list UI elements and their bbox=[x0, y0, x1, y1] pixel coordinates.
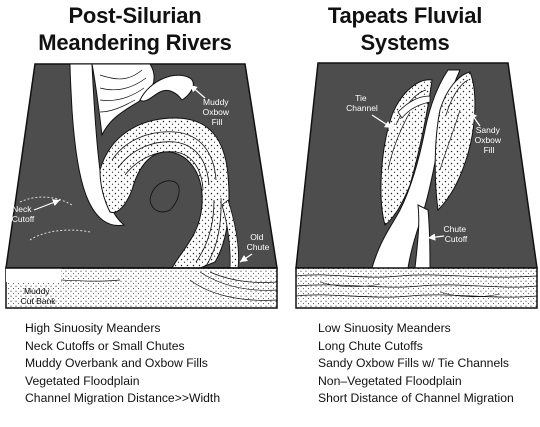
right-chute-cutoff bbox=[414, 204, 431, 268]
right-feature-item: Non–Vegetated Floodplain bbox=[318, 373, 462, 388]
label-chute-cutoff: Chute Cutoff bbox=[443, 224, 468, 244]
arrow-tie-channel bbox=[371, 114, 393, 129]
right-feature-item: Short Distance of Channel Migration bbox=[318, 391, 514, 405]
right-panel-title: Tapeats Fluvial Systems bbox=[270, 2, 540, 56]
right-feature-item: Low Sinuosity Meanders bbox=[318, 321, 451, 335]
right-feature-item: Sandy Oxbow Fills w/ Tie Channels bbox=[318, 356, 510, 370]
label-sandy-oxbow-fill: Sandy Oxbow Fill bbox=[475, 125, 504, 155]
left-muddy-oxbow-fill bbox=[139, 74, 194, 102]
label-neck-cutoff: Neck Cutoff bbox=[12, 204, 35, 224]
left-point-bar bbox=[99, 117, 230, 268]
left-feature-item: Muddy Overbank and Oxbow Fills bbox=[25, 356, 208, 370]
left-panel-title: Post-Silurian Meandering Rivers bbox=[0, 2, 270, 56]
right-tie-channel bbox=[397, 95, 431, 119]
right-labels: Tie Channel Sandy Oxbow Fill Chute Cutof… bbox=[346, 93, 504, 244]
right-title-line-1: Tapeats Fluvial bbox=[327, 3, 483, 28]
label-tie-channel: Tie Channel bbox=[346, 93, 378, 113]
label-muddy-oxbow-fill: Muddy Oxbow Fill bbox=[203, 97, 232, 127]
right-title-line-2: Systems bbox=[360, 30, 450, 55]
left-labels: Muddy Oxbow Fill Neck Cutoff Old Chute M… bbox=[12, 84, 270, 306]
left-feature-list: High Sinuosity Meanders Neck Cutoffs or … bbox=[25, 320, 275, 408]
right-block-side bbox=[295, 267, 538, 309]
arrow-muddy-oxbow-fill bbox=[189, 84, 206, 99]
right-feature-item: Long Chute Cutoffs bbox=[318, 338, 423, 353]
left-title-line-1: Post-Silurian bbox=[68, 3, 202, 28]
label-muddy-cut-bank: Muddy Cut Bank bbox=[21, 286, 57, 306]
left-old-chute bbox=[221, 199, 239, 268]
right-sandy-oxbow-fill-left bbox=[380, 79, 433, 226]
arrow-old-chute bbox=[239, 253, 253, 263]
left-feature-item: Vegetated Floodplain bbox=[25, 373, 140, 388]
left-block-diagram: Muddy Oxbow Fill Neck Cutoff Old Chute M… bbox=[5, 63, 278, 309]
arrow-chute-cutoff bbox=[427, 233, 445, 241]
left-title-line-2: Meandering Rivers bbox=[38, 30, 232, 55]
right-sandy-oxbow-fill-right bbox=[434, 71, 476, 212]
left-feature-item: Channel Migration Distance>>Width bbox=[25, 391, 221, 405]
right-feature-list: Low Sinuosity Meanders Long Chute Cutoff… bbox=[318, 320, 540, 408]
arrow-neck-cutoff bbox=[33, 199, 61, 211]
label-old-chute: Old Chute bbox=[247, 232, 270, 252]
arrow-sandy-oxbow-fill bbox=[469, 111, 481, 127]
left-main-channel bbox=[69, 64, 126, 227]
left-feature-item: Neck Cutoffs or Small Chutes bbox=[25, 338, 185, 353]
left-feature-item: High Sinuosity Meanders bbox=[25, 321, 161, 335]
right-block-diagram: Tie Channel Sandy Oxbow Fill Chute Cutof… bbox=[295, 62, 538, 309]
left-upper-meander bbox=[91, 64, 155, 137]
